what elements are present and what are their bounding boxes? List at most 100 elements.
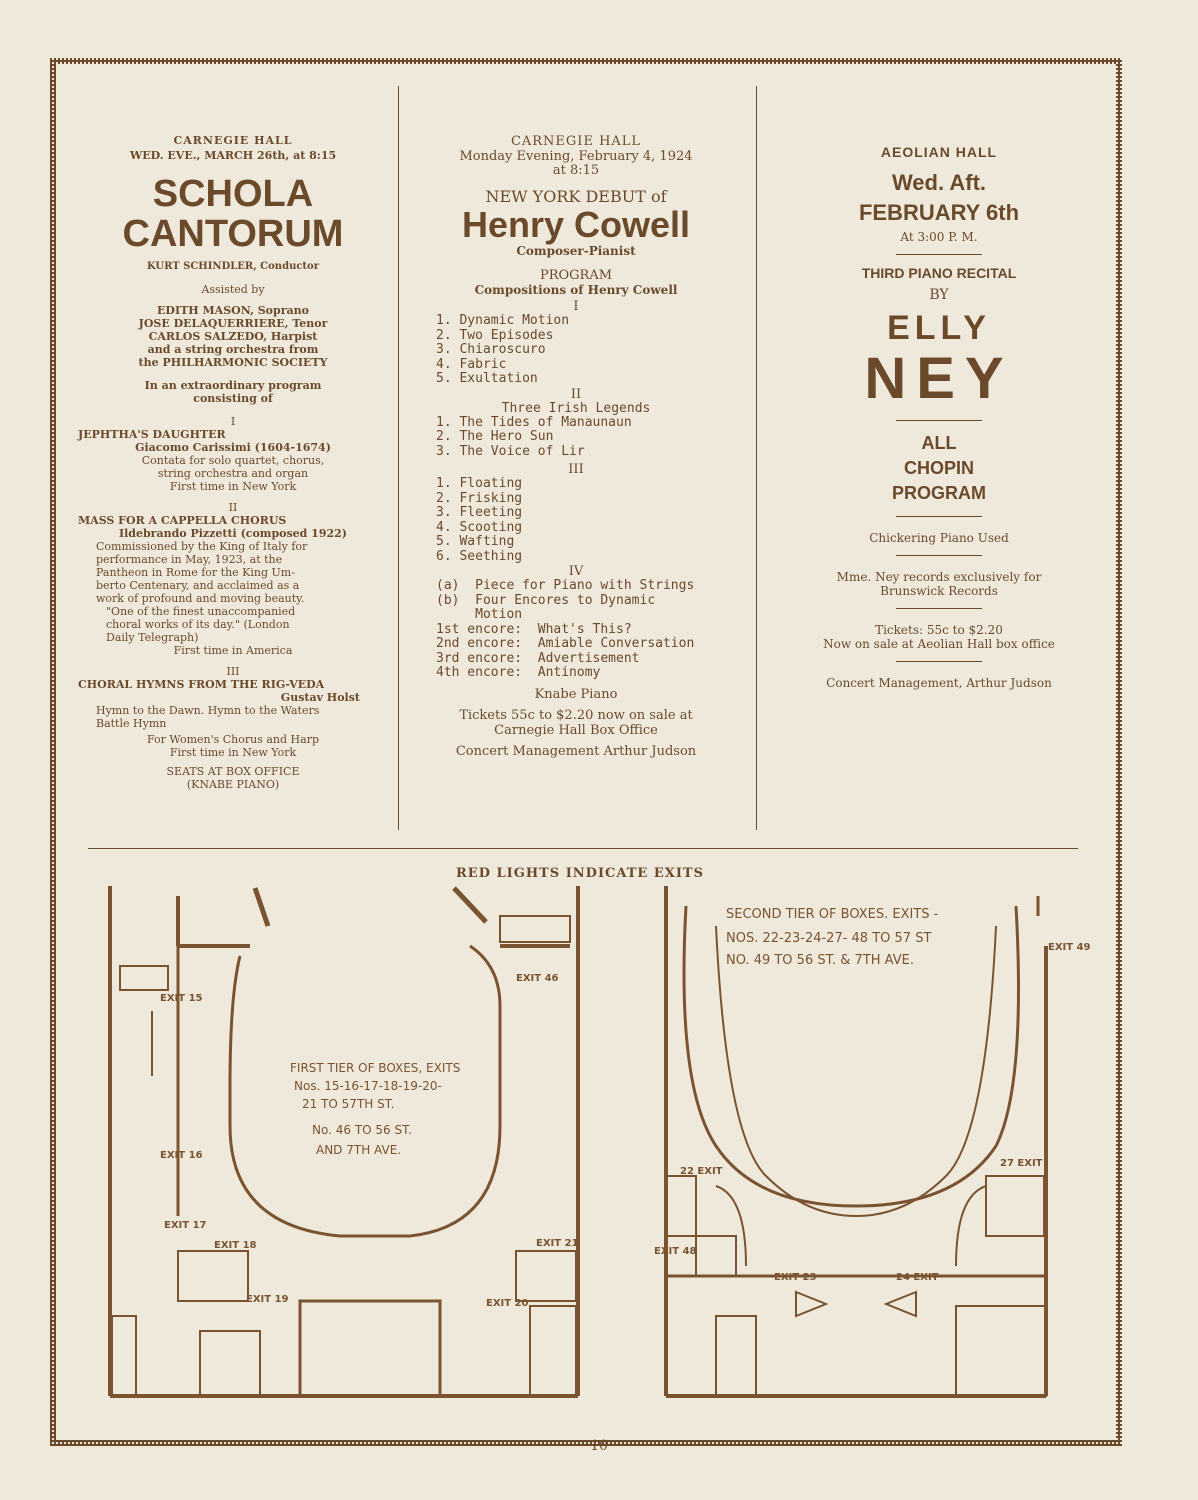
composer: Gustav Holst (280, 691, 360, 704)
program-item: Motion (436, 607, 523, 622)
artist-role: Composer-Pianist (516, 244, 636, 258)
program-item: (b) Four Encores to Dynamic (436, 592, 656, 608)
work-desc: Hymn to the Dawn. Hymn to the Waters (96, 704, 320, 717)
first-tier-label: No. 46 TO 56 ST. (312, 1123, 412, 1137)
seats-note: SEATS AT BOX OFFICE (166, 765, 300, 778)
program-intro: In an extraordinary program (144, 379, 322, 392)
event-date: WED. EVE., MARCH 26th, at 8:15 (129, 149, 337, 162)
horseshoe (682, 905, 1020, 1208)
page-number: 10 (590, 1438, 608, 1454)
exit-18: EXIT 18 (214, 1240, 257, 1251)
management: Concert Management, Arthur Judson (826, 676, 1052, 690)
stair (665, 1175, 697, 1237)
work-desc: Contata for solo quartet, chorus, (141, 454, 325, 467)
tickets-line: Tickets 55c to $2.20 now on sale at (459, 707, 693, 723)
exit-17: EXIT 17 (164, 1220, 207, 1231)
exit-15: EXIT 15 (160, 993, 203, 1004)
work-desc: For Women's Chorus and Harp (146, 733, 320, 746)
debut-line: NEW YORK DEBUT of (485, 187, 667, 206)
first-tier-label: AND 7TH AVE. (316, 1143, 401, 1157)
tickets-line: Now on sale at Aeolian Hall box office (823, 637, 1055, 651)
by-line: BY (929, 287, 949, 303)
henry-cowell-ad: CARNEGIE HALL Monday Evening, February 4… (420, 134, 732, 759)
quote: choral works of its day." (London (106, 618, 290, 631)
program-intro: consisting of (193, 392, 273, 405)
artist-list: EDITH MASON, Soprano JOSE DELAQUERRIERE,… (78, 304, 388, 369)
program-item: 3. The Voice of Lir (436, 443, 585, 459)
work-desc: berto Centenary, and acclaimed as a (96, 579, 300, 592)
program-item: 3. Fleeting (436, 505, 523, 520)
exit-16: EXIT 16 (160, 1150, 203, 1161)
work-title: CHORAL HYMNS FROM THE RIG-VEDA (78, 678, 325, 691)
work-note: First time in New York (169, 480, 297, 493)
program-item: 4. Fabric (436, 356, 507, 372)
artist-line: JOSE DELAQUERRIERE, Tenor (138, 317, 328, 330)
work-desc: First time in New York (169, 746, 297, 759)
work-desc: string orchestra and organ (157, 467, 309, 480)
section-list: 1. Floating 2. Frisking 3. Fleeting 4. S… (420, 476, 732, 564)
quote: Daily Telegraph) (106, 631, 199, 644)
venue: AEOLIAN HALL (880, 144, 998, 160)
rule (896, 608, 982, 609)
stage-lobby (298, 1299, 442, 1398)
artist-name: Henry Cowell (461, 204, 691, 245)
stair (715, 1315, 757, 1397)
program-item: 1. The Tides of Manaunaun (436, 414, 632, 430)
work-title: MASS FOR A CAPPELLA CHORUS (78, 514, 287, 527)
rule (896, 555, 982, 556)
plans-heading: RED LIGHTS INDICATE EXITS (456, 866, 704, 881)
work-desc: work of profound and moving beauty. (96, 592, 305, 605)
work-desc: Commissioned by the King of Italy for (96, 540, 308, 553)
program-item: 4th encore: Antinomy (436, 665, 601, 680)
artist-line: and a string orchestra from (147, 343, 319, 356)
program-heading: PROGRAM (539, 268, 613, 283)
conductor: KURT SCHINDLER, Conductor (147, 261, 319, 272)
rule (896, 420, 982, 421)
program-line: ALL (921, 433, 957, 453)
elly-ney-ad: AEOLIAN HALL Wed. Aft. FEBRUARY 6th At 3… (782, 144, 1096, 690)
assisted-by: Assisted by (201, 283, 265, 296)
exit-46: EXIT 46 (516, 973, 559, 984)
work-desc: Pantheon in Rome for the King Um- (96, 566, 295, 579)
stair (499, 915, 571, 943)
artist-first-name: ELLY (887, 309, 991, 347)
section-title: Three Irish Legends (501, 400, 651, 416)
first-tier-plan: EXIT 15 EXIT 16 EXIT 17 EXIT 18 EXIT 19 … (108, 886, 580, 1398)
event-date: FEBRUARY 6th (858, 200, 1020, 225)
stair (111, 1315, 137, 1397)
first-tier-label: FIRST TIER OF BOXES, EXITS (290, 1061, 460, 1075)
venue: CARNEGIE HALL (510, 134, 642, 149)
program-item: 2nd encore: Amiable Conversation (436, 636, 695, 651)
tickets-line: Carnegie Hall Box Office (494, 722, 658, 738)
event-day: Wed. Aft. (891, 170, 987, 195)
records-line: Mme. Ney records exclusively for (836, 570, 1042, 584)
program-line: CHOPIN (903, 458, 974, 478)
program-item: 5. Exultation (436, 371, 538, 386)
exit-22: 22 EXIT (680, 1166, 723, 1177)
first-tier-label: 21 TO 57TH ST. (302, 1097, 394, 1111)
artist-line: EDITH MASON, Soprano (157, 304, 309, 317)
venue: CARNEGIE HALL (173, 134, 293, 147)
stair (177, 1250, 249, 1302)
stair (515, 1250, 577, 1302)
artist-line: CARLOS SALZEDO, Harpist (148, 330, 318, 343)
exit-48: EXIT 48 (654, 1246, 697, 1257)
artist-line: the PHILHARMONIC SOCIETY (138, 356, 328, 369)
rule (896, 661, 982, 662)
compositions-heading: Compositions of Henry Cowell (474, 283, 678, 297)
stair (955, 1305, 1047, 1397)
stair (199, 1330, 261, 1397)
second-tier-label: NOS. 22-23-24-27- 48 TO 57 ST (726, 931, 931, 946)
program-item: 2. Frisking (436, 490, 523, 506)
work-desc: Battle Hymn (96, 717, 167, 730)
artist-last-name: NEY (864, 346, 1014, 411)
section-list: 1. The Tides of Manaunaun 2. The Hero Su… (420, 414, 732, 460)
tickets-line: Tickets: 55c to $2.20 (875, 623, 1003, 637)
exit-19: EXIT 19 (246, 1294, 289, 1305)
program-item: 6. Seething (436, 548, 523, 564)
program-item: 3. Chiaroscuro (436, 342, 546, 357)
program-item: 2. The Hero Sun (436, 429, 554, 444)
composer: Ildebrando Pizzetti (composed 1922) (118, 527, 348, 540)
program-item: 1. Dynamic Motion (436, 313, 570, 328)
piano-note: (KNABE PIANO) (186, 778, 280, 791)
